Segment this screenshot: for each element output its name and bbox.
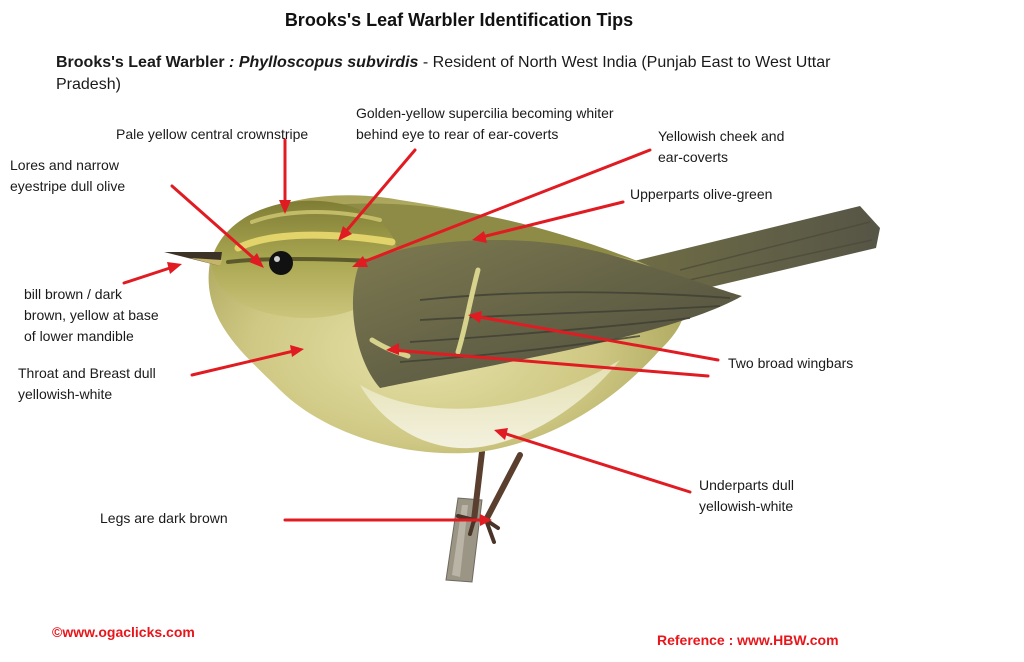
bird-eye-highlight xyxy=(274,256,280,262)
arrowhead-crownstripe xyxy=(279,200,291,214)
bird-belly xyxy=(360,360,620,449)
bird-tail xyxy=(630,206,880,300)
arrowhead-wingbar-lower xyxy=(386,343,399,355)
bird-toes xyxy=(456,514,500,544)
bird-wing-feathers xyxy=(399,291,731,363)
arrow-supercilia xyxy=(340,148,417,238)
reference-link[interactable]: Reference : www.HBW.com xyxy=(657,632,839,648)
species-subtitle: Brooks's Leaf Warbler : Phylloscopus sub… xyxy=(56,52,886,96)
range-description: - Resident of North West India (Punjab E… xyxy=(56,54,831,93)
label-supercilia: Golden-yellow supercilia becoming whiter… xyxy=(356,105,614,142)
page-title: Brooks's Leaf Warbler Identification Tip… xyxy=(284,10,634,30)
arrowhead-upperparts xyxy=(472,231,487,243)
arrowhead-cheek xyxy=(352,256,368,267)
arrow-cheek xyxy=(356,148,652,266)
arrow-upperparts xyxy=(476,200,625,240)
bird-leg-right xyxy=(483,452,523,523)
arrowhead-lores xyxy=(249,253,264,268)
bird-supercilium xyxy=(234,231,396,252)
arrow-wingbar-lower xyxy=(390,348,710,378)
arrow-underparts xyxy=(498,430,692,494)
arrowhead-legs xyxy=(480,514,492,526)
label-legs: Legs are dark brown xyxy=(100,510,228,526)
arrow-wingbar-upper xyxy=(472,314,720,362)
bird-wingbar-upper xyxy=(455,267,481,355)
label-upperparts: Upperparts olive-green xyxy=(630,186,773,202)
perch-branch-shade xyxy=(452,505,468,577)
common-name: Brooks's Leaf Warbler xyxy=(56,54,225,71)
bird-tail-lines xyxy=(679,221,873,283)
bird-eye xyxy=(269,251,293,275)
bird-bill-base xyxy=(190,258,222,266)
arrow-bill xyxy=(122,264,178,285)
label-wingbars: Two broad wingbars xyxy=(728,355,854,371)
arrowhead-underparts xyxy=(494,428,508,440)
copyright-link[interactable]: ©www.ogaclicks.com xyxy=(52,624,195,640)
scientific-name: Phylloscopus subvirdis xyxy=(238,54,419,71)
arrowhead-bill xyxy=(167,262,182,274)
arrow-throat xyxy=(190,348,300,377)
arrow-lores xyxy=(170,184,260,264)
arrowhead-throat xyxy=(290,345,304,357)
annotation-arrows xyxy=(122,138,720,522)
bird-leg-left xyxy=(471,449,485,523)
annotation-arrowheads xyxy=(167,200,508,526)
label-crownstripe: Pale yellow central crownstripe xyxy=(116,126,309,142)
arrowhead-wingbar-upper xyxy=(468,311,482,323)
bird-crownstripe xyxy=(250,210,382,224)
name-separator: : xyxy=(224,54,239,71)
arrowhead-supercilia xyxy=(338,226,352,241)
